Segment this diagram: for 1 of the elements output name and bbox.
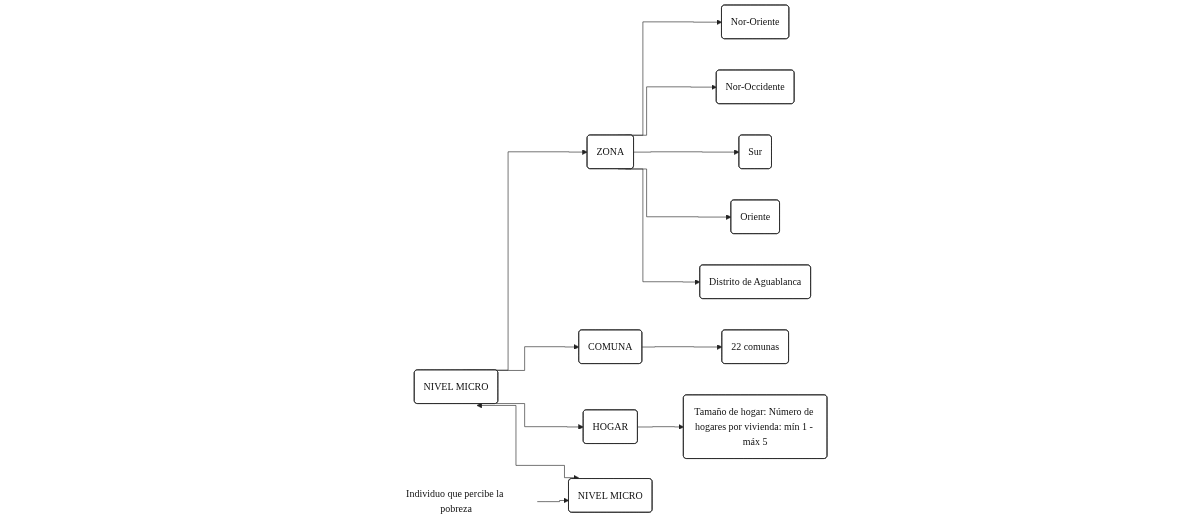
node-text: Individuo que percibe la pobreza: [405, 488, 504, 515]
